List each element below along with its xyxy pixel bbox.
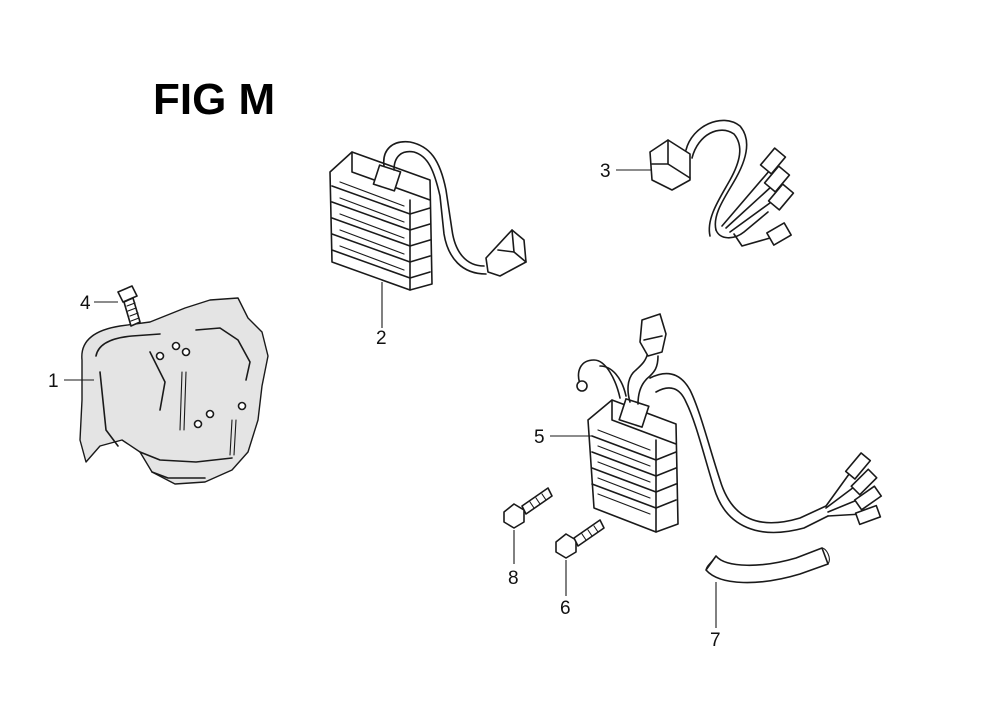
callout-1: 1 (48, 371, 59, 392)
callout-3: 3 (600, 161, 611, 182)
part-8-bolt (503, 487, 553, 529)
part-7-tube (705, 547, 830, 584)
callout-6: 6 (560, 598, 571, 619)
part-3-harness (649, 119, 795, 247)
leader-lines (64, 169, 717, 628)
callout-2: 2 (376, 328, 387, 349)
figure-title: FIG M (153, 75, 275, 124)
callout-8: 8 (508, 568, 519, 589)
callout-5: 5 (534, 427, 545, 448)
callout-4: 4 (80, 293, 91, 314)
part-1-cover (79, 297, 269, 485)
part-5-regulator (576, 313, 883, 534)
part-6-bolt (555, 519, 605, 559)
part-2-regulator (329, 141, 527, 291)
part-4-bolt (117, 285, 141, 327)
callout-7: 7 (710, 630, 721, 651)
